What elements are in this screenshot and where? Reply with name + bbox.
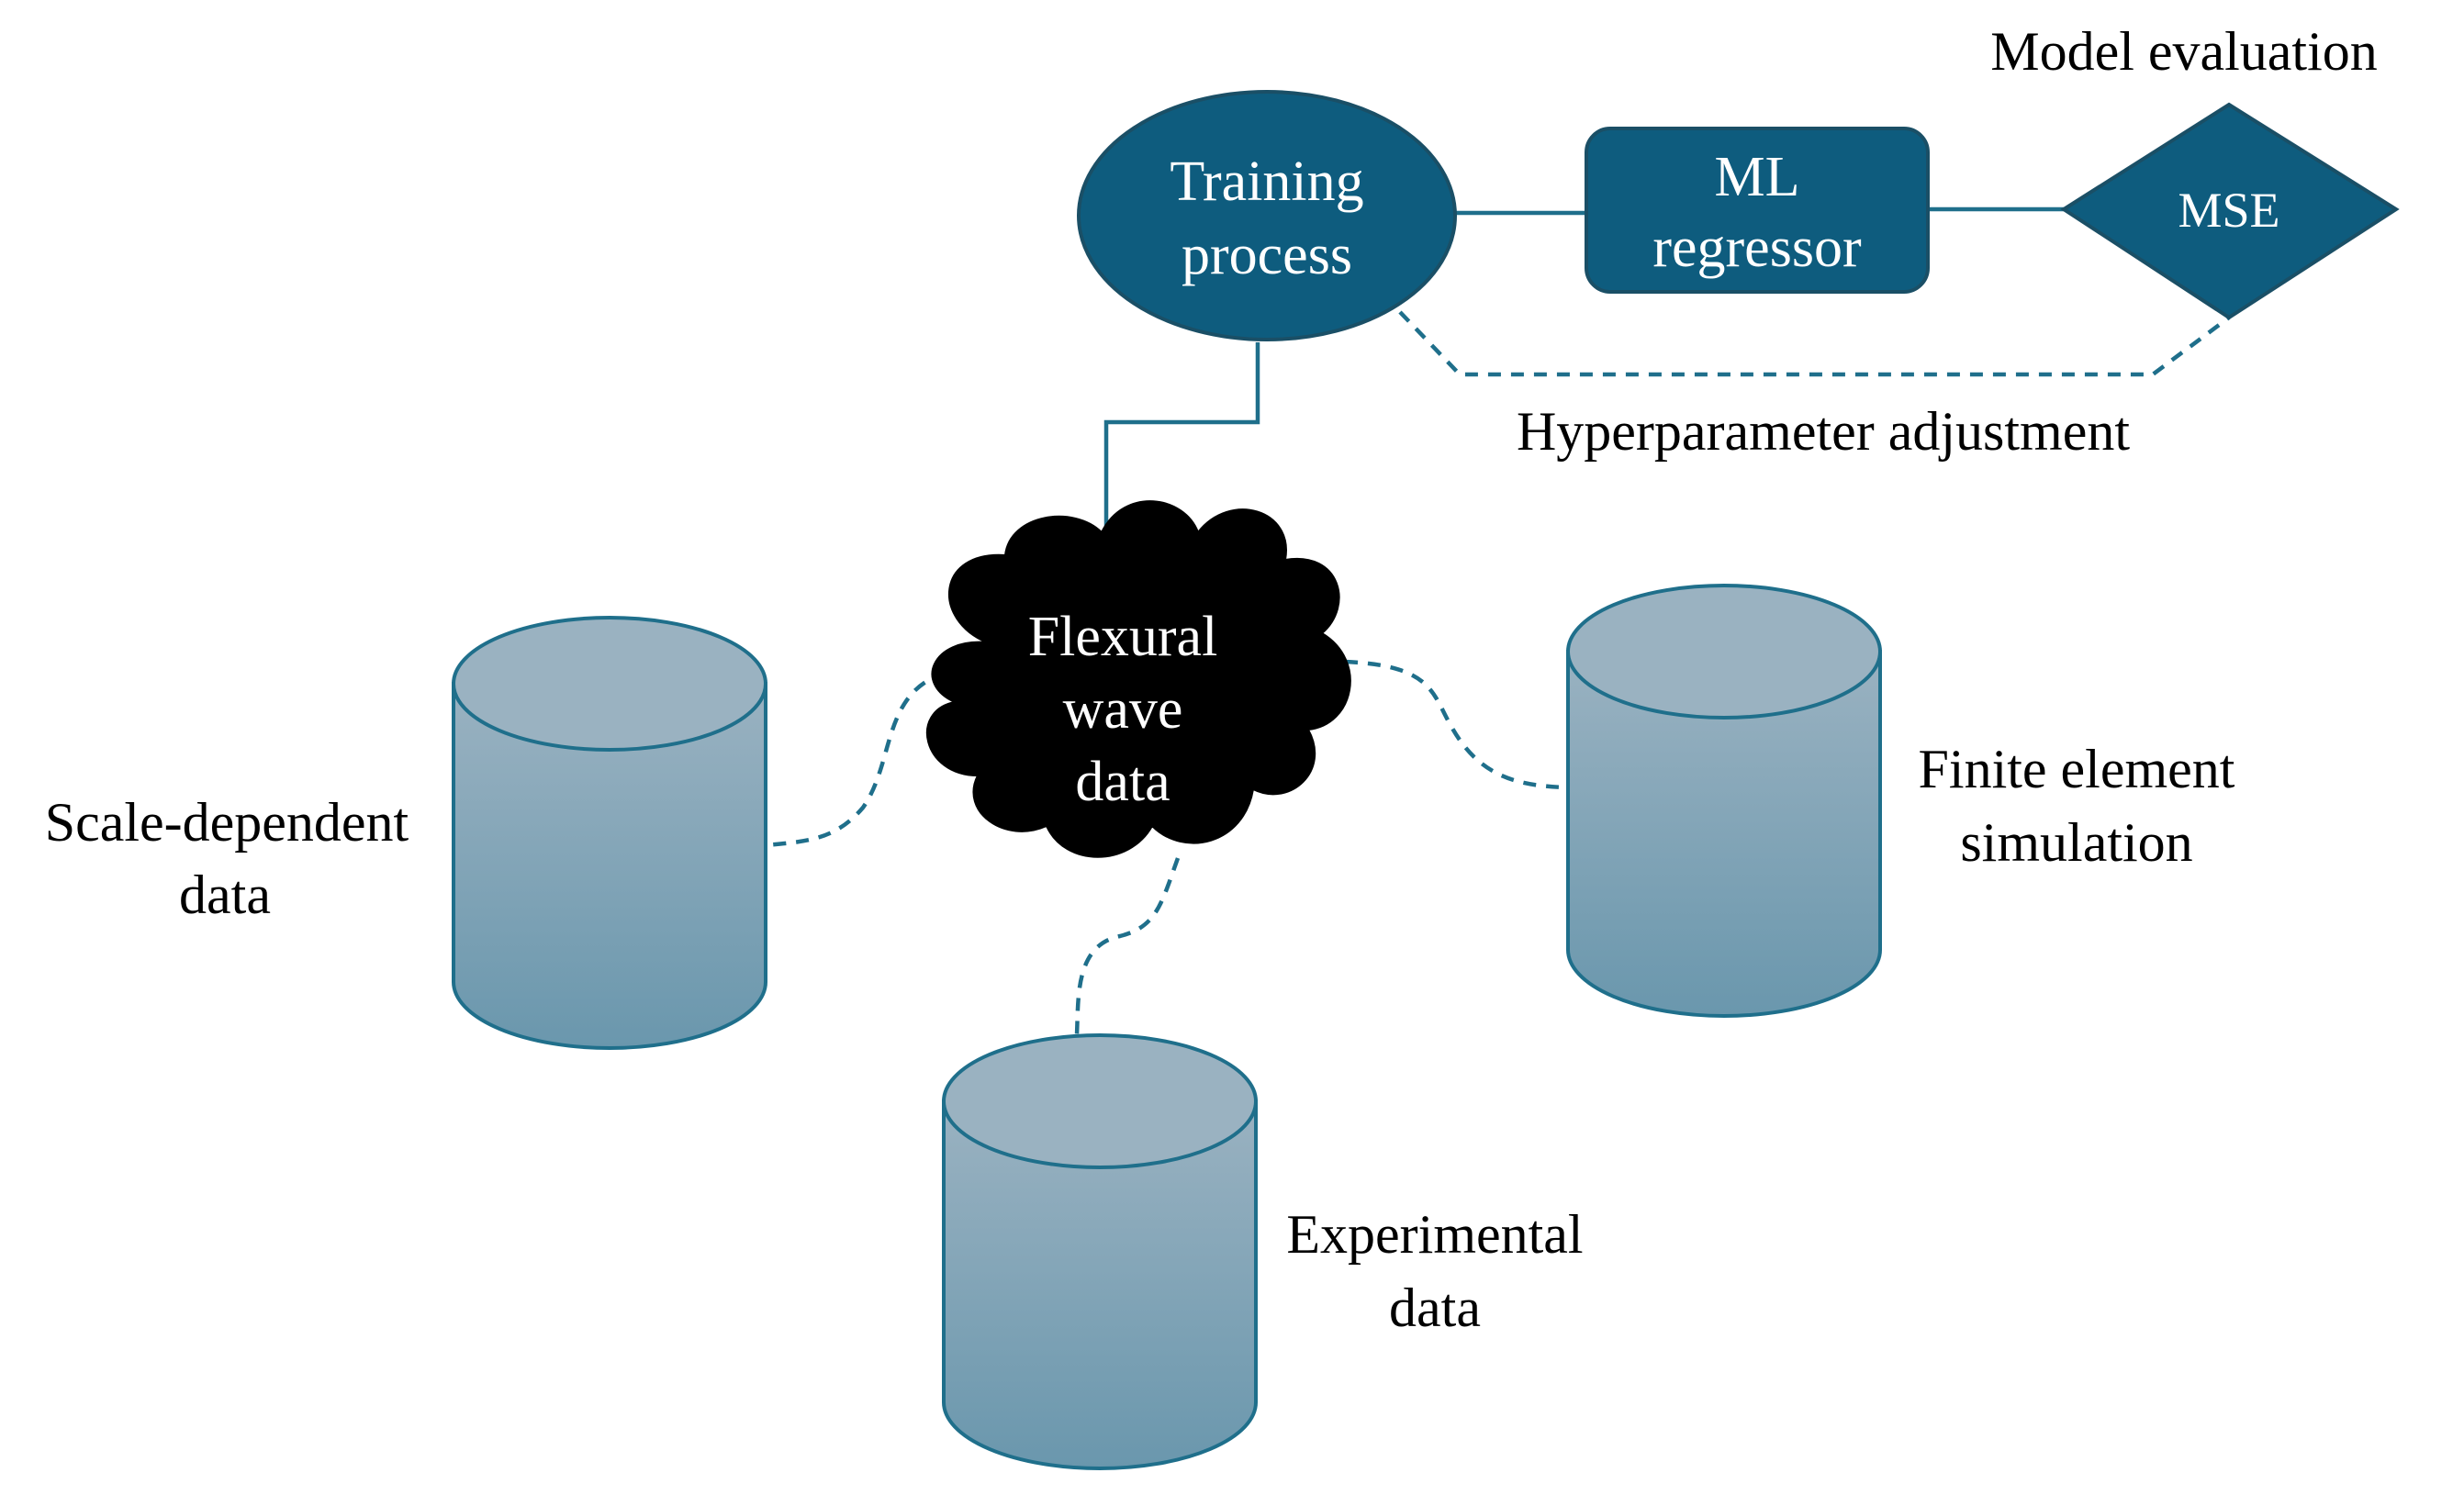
ml-regressor-node: ML regressor [1585,127,1930,294]
cylinder-top [452,616,767,752]
mse-label: MSE [2178,183,2279,238]
training-process-label-line2: process [1182,224,1352,286]
finite-element-label-line2: simulation [1960,812,2192,873]
scale-dependent-label-line1: Scale-dependent [45,792,409,853]
cylinder-body [942,1099,1258,1470]
connector-cloud-to-finite-element [1344,659,1566,790]
cloud-label-line3: data [1075,751,1170,813]
connector-training-to-cloud [1103,342,1260,555]
ml-regressor-label-line1: ML [1715,146,1800,208]
cylinder-top [1566,584,1882,720]
connectors [764,206,2231,1035]
experimental-label-line1: Experimental [1286,1204,1583,1265]
flexural-wave-data-node: Flexural wave data [925,500,1351,858]
scale-dependent-data-cylinder [452,616,767,1050]
connector-cloud-to-experimental [1074,857,1181,1035]
cloud-label-line1: Flexural [1028,606,1218,668]
training-process-label-line1: Training [1170,151,1363,213]
hyperparameter-feedback-path [1398,310,2231,377]
finite-element-simulation-cylinder [1566,584,1882,1018]
scale-dependent-label-line2: data [179,865,271,925]
training-process-node: Training process [1077,90,1457,341]
cylinder-top [942,1033,1258,1169]
cloud-label-line2: wave [1063,678,1183,741]
ml-regressor-box [1585,127,1930,294]
experimental-label-line2: data [1389,1277,1481,1338]
mse-node: MSE [2060,102,2400,320]
cylinder-body [1566,650,1882,1018]
training-process-ellipse [1077,90,1457,341]
model-evaluation-label: Model evaluation [1990,21,2378,82]
ml-regressor-label-line2: regressor [1652,217,1862,279]
finite-element-label-line1: Finite element [1919,739,2235,799]
hyperparameter-adjustment-label: Hyperparameter adjustment [1517,401,2130,462]
cloud-shape [925,500,1351,858]
cylinder-body [452,682,767,1050]
experimental-data-cylinder [942,1033,1258,1470]
connector-cloud-to-scale-dependent [764,670,946,848]
mse-diamond [2060,102,2400,320]
